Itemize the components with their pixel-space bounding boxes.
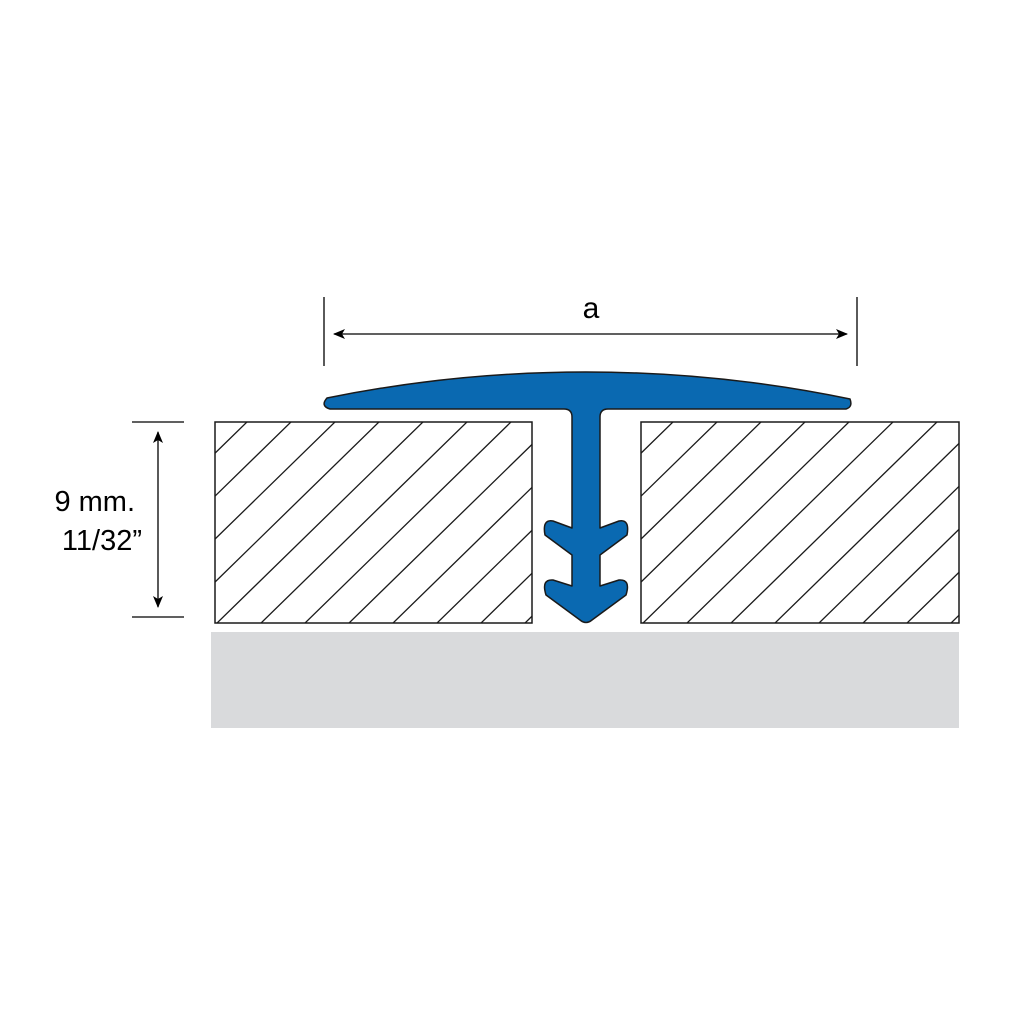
hatch-line [215,422,336,541]
height-label-metric: 9 mm. [54,486,135,518]
hatch-line [215,422,248,455]
left-floor-board [0,420,533,625]
subfloor [211,632,959,728]
hatch-line [260,422,468,623]
right-floor-board [640,421,960,624]
width-dimension [323,297,858,366]
hatch-line [436,529,532,623]
height-dimension [132,421,184,618]
hatch-line [774,442,959,623]
hatch-line [730,422,938,623]
hatch-line [0,420,205,625]
hatch-line [480,572,532,623]
hatch-line [348,443,532,623]
t-molding-profile [323,371,852,624]
hatch-line [304,422,512,623]
height-label-imperial: 11/32” [62,525,142,557]
hatch-line [906,571,959,623]
hatch-line [818,485,959,623]
hatch-line [641,422,718,498]
hatch-line [686,422,894,623]
hatch-line [215,422,380,583]
hatch-line [642,422,850,623]
hatch-line [641,422,806,583]
width-label: a [583,292,600,325]
hatch-line [950,614,959,623]
hatch-line [641,422,762,541]
hatch-line [216,422,424,623]
hatch-line [392,486,532,623]
hatch-line [215,422,292,498]
hatch-line [862,528,959,623]
